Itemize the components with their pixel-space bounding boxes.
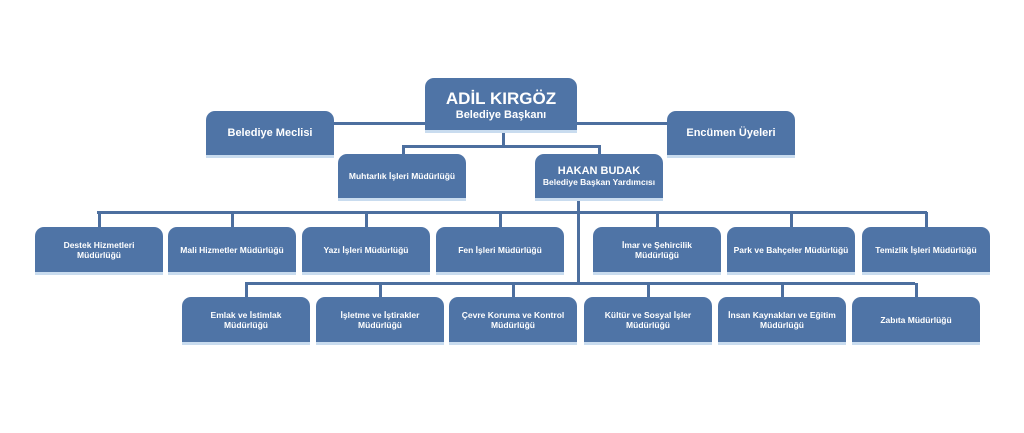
connector <box>97 211 927 214</box>
department-box[interactable]: İşletme ve İştirakler Müdürlüğü <box>316 297 444 342</box>
department-box[interactable]: İnsan Kaynakları ve Eğitim Müdürlüğü <box>718 297 846 342</box>
mayor-box[interactable]: ADİL KIRGÖZ Belediye Başkanı <box>425 78 577 130</box>
connector <box>915 283 918 297</box>
connector <box>790 212 793 227</box>
connector <box>925 212 928 227</box>
mayor-title: Belediye Başkanı <box>455 108 547 121</box>
connector <box>365 212 368 227</box>
department-label: Zabıta Müdürlüğü <box>880 314 952 325</box>
department-box[interactable]: Yazı İşleri Müdürlüğü <box>302 227 430 272</box>
department-label: Mali Hizmetler Müdürlüğü <box>180 244 284 255</box>
connector <box>402 145 600 148</box>
department-box[interactable]: İmar ve Şehircilik Müdürlüğü <box>593 227 721 272</box>
muhtarlik-label: Muhtarlık İşleri Müdürlüğü <box>348 171 456 181</box>
department-label: İmar ve Şehircilik Müdürlüğü <box>622 239 692 260</box>
connector <box>781 283 784 297</box>
deputy-box[interactable]: HAKAN BUDAK Belediye Başkan Yardımcısı <box>535 154 663 198</box>
department-box[interactable]: Zabıta Müdürlüğü <box>852 297 980 342</box>
department-box[interactable]: Emlak ve İstimlak Müdürlüğü <box>182 297 310 342</box>
department-label: Destek Hizmetleri Müdürlüğü <box>63 239 135 260</box>
department-box[interactable]: Temizlik İşleri Müdürlüğü <box>862 227 990 272</box>
council-label: Belediye Meclisi <box>227 127 313 139</box>
department-label: Kültür ve Sosyal İşler Müdürlüğü <box>604 309 692 330</box>
department-label: Emlak ve İstimlak Müdürlüğü <box>210 309 282 330</box>
mayor-name: ADİL KIRGÖZ <box>445 88 557 108</box>
deputy-title: Belediye Başkan Yardımcısı <box>542 177 656 187</box>
connector <box>98 212 101 227</box>
connector <box>512 283 515 297</box>
department-box[interactable]: Park ve Bahçeler Müdürlüğü <box>727 227 855 272</box>
connector <box>577 198 580 284</box>
connector <box>647 283 650 297</box>
department-label: Çevre Koruma ve Kontrol Müdürlüğü <box>461 309 565 330</box>
connector <box>245 283 248 297</box>
department-label: İşletme ve İştirakler Müdürlüğü <box>340 309 420 330</box>
connector <box>499 212 502 227</box>
connector <box>231 212 234 227</box>
department-label: Park ve Bahçeler Müdürlüğü <box>733 244 849 255</box>
department-box[interactable]: Çevre Koruma ve Kontrol Müdürlüğü <box>449 297 577 342</box>
department-label: Yazı İşleri Müdürlüğü <box>323 244 409 255</box>
department-label: İnsan Kaynakları ve Eğitim Müdürlüğü <box>728 309 836 330</box>
connector <box>656 212 659 227</box>
connector <box>245 282 915 285</box>
committee-box[interactable]: Encümen Üyeleri <box>667 111 795 155</box>
council-box[interactable]: Belediye Meclisi <box>206 111 334 155</box>
department-label: Fen İşleri Müdürlüğü <box>458 244 542 255</box>
department-box[interactable]: Destek Hizmetleri Müdürlüğü <box>35 227 163 272</box>
connector <box>402 145 405 155</box>
committee-label: Encümen Üyeleri <box>686 127 776 139</box>
muhtarlik-box[interactable]: Muhtarlık İşleri Müdürlüğü <box>338 154 466 198</box>
department-box[interactable]: Kültür ve Sosyal İşler Müdürlüğü <box>584 297 712 342</box>
connector <box>379 283 382 297</box>
connector <box>502 130 505 147</box>
connector <box>598 145 601 155</box>
department-label: Temizlik İşleri Müdürlüğü <box>875 244 977 255</box>
department-box[interactable]: Fen İşleri Müdürlüğü <box>436 227 564 272</box>
deputy-name: HAKAN BUDAK <box>557 165 641 177</box>
department-box[interactable]: Mali Hizmetler Müdürlüğü <box>168 227 296 272</box>
